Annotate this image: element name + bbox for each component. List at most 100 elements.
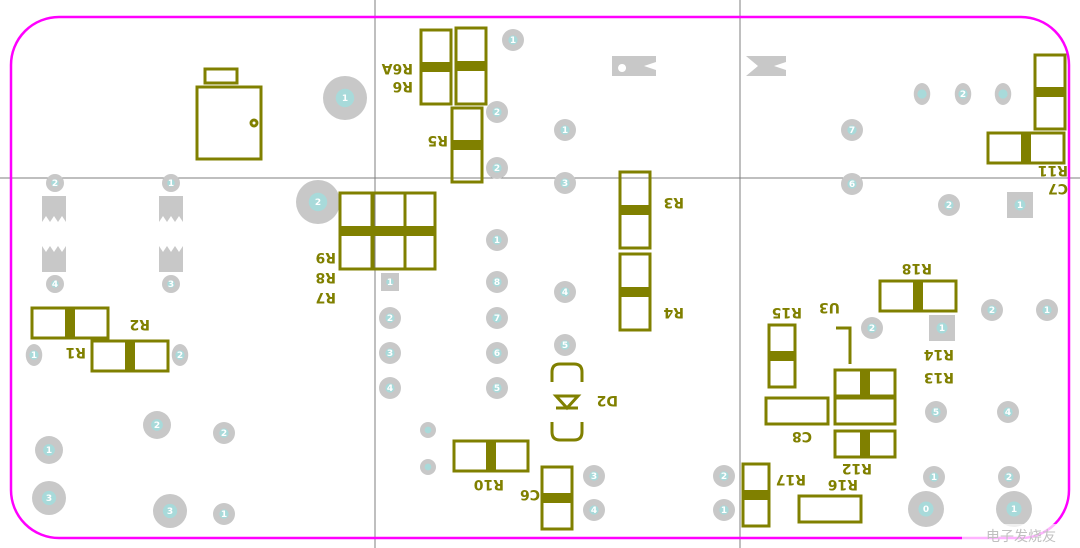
- label-r10: R10: [473, 476, 504, 492]
- regulator-pin1-dot: [249, 118, 259, 128]
- pad-number: 3: [46, 494, 52, 504]
- fp-r4-divider: [620, 287, 650, 297]
- pad-number: 1: [510, 36, 516, 46]
- label-r6: R6: [392, 78, 413, 94]
- label-r7: R7: [315, 289, 336, 305]
- label-r6a: R6A: [381, 60, 413, 76]
- fp-r16: [797, 494, 863, 524]
- pad-number: 5: [562, 341, 568, 351]
- pad-number: 1: [562, 126, 568, 136]
- pad-number: 1: [168, 179, 174, 189]
- fp-r5-divider: [452, 140, 482, 150]
- pad-n2: 2: [213, 422, 235, 444]
- pad-number: 1: [494, 236, 500, 246]
- pad-number: 2: [946, 201, 952, 211]
- fp-r18-divider: [913, 281, 923, 311]
- pad-number: 2: [315, 198, 321, 208]
- label-r16: R16: [828, 476, 858, 492]
- pad-n2: 2: [938, 194, 960, 216]
- pad-number: 2: [177, 351, 183, 361]
- pad-n1: 1: [213, 503, 235, 525]
- fp-u3-marker: [836, 326, 852, 364]
- footprints: [30, 26, 1067, 531]
- pad-number: 3: [387, 349, 393, 359]
- fp-r10-divider: [486, 441, 496, 471]
- pad-n4: 4: [46, 275, 64, 293]
- fp-c7-divider: [1021, 133, 1031, 163]
- pad-number: 1: [721, 506, 727, 516]
- pad-number: 1: [221, 510, 227, 520]
- fp-r2-divider: [65, 308, 75, 338]
- pad-n3: 3: [379, 342, 401, 364]
- pad-n2: 2: [981, 299, 1003, 321]
- fp-r1-divider: [125, 341, 135, 371]
- pad-n1: 1: [929, 315, 955, 341]
- fp-r11-divider: [1035, 87, 1065, 97]
- pad-number: 2: [1006, 473, 1012, 483]
- pad-n1: 1: [381, 273, 399, 291]
- label-r13: R13: [924, 369, 954, 385]
- pad-n3: 3: [583, 465, 605, 487]
- pad-n2: 2: [998, 466, 1020, 488]
- label-r17: R17: [776, 471, 806, 487]
- pad-number: 2: [869, 324, 875, 334]
- pad-n2: 2: [954, 83, 972, 105]
- pad-n2: 2: [486, 157, 508, 179]
- label-r14: R14: [923, 346, 954, 362]
- pad-number: 2: [989, 306, 995, 316]
- pad-number: 1: [1011, 505, 1017, 515]
- fp-r8-divider: [373, 226, 405, 236]
- pad-n1: 1: [554, 119, 576, 141]
- label-r8: R8: [315, 269, 336, 285]
- pad-number: 1: [1017, 201, 1023, 211]
- label-c8: C8: [792, 428, 812, 444]
- pad-number: 3: [591, 472, 597, 482]
- pad-number: 2: [494, 164, 500, 174]
- pad-n7: 7: [486, 307, 508, 329]
- pad-n0: 0: [908, 491, 944, 527]
- pad-n1: 1: [35, 436, 63, 464]
- fp-r13: [764, 396, 830, 426]
- pad-n3: 3: [32, 481, 66, 515]
- pad-n3: 3: [162, 275, 180, 293]
- pad-number: 2: [387, 314, 393, 324]
- pin-header-1: [42, 196, 66, 222]
- label-u3: U3: [819, 299, 840, 315]
- pad-n1: 1: [1036, 299, 1058, 321]
- pad-n2: 2: [861, 317, 883, 339]
- pad-null: [420, 422, 436, 438]
- label-r9: R9: [315, 249, 336, 265]
- pad-number: 2: [494, 108, 500, 118]
- pad-number: 2: [960, 90, 966, 100]
- connector-left: [612, 56, 656, 76]
- fp-r3-divider: [620, 205, 650, 215]
- fp-r6a-divider: [421, 62, 451, 72]
- pad-number: 4: [387, 384, 393, 394]
- pad-number: 1: [939, 324, 945, 334]
- label-r4: R4: [663, 304, 684, 320]
- regulator-tab: [203, 67, 239, 85]
- pad-n1: 1: [996, 491, 1032, 527]
- label-r18: R18: [902, 260, 932, 276]
- pad-n6: 6: [841, 173, 863, 195]
- label-r2: R2: [129, 316, 150, 332]
- fp-r7-divider: [405, 226, 435, 236]
- regulator-body: [195, 85, 263, 161]
- pad-number: 1: [46, 446, 52, 456]
- connector-right: [746, 56, 786, 76]
- pad-n1: 1: [502, 29, 524, 51]
- pad-number: 6: [849, 180, 855, 190]
- silkscreen-labels: R6A R6 R5 R3 R4 R9 R8 R7 R2 R1 D2 R10 C6…: [65, 60, 1068, 502]
- pad-n2: 2: [171, 344, 189, 366]
- label-r5: R5: [427, 132, 448, 148]
- pad-n1: 1: [1007, 192, 1033, 218]
- fp-r12-divider: [860, 431, 870, 457]
- pad-number: 3: [562, 179, 568, 189]
- pad-n8: 8: [486, 271, 508, 293]
- pad-number: 5: [933, 408, 939, 418]
- pad-null: [994, 83, 1012, 105]
- pad-n4: 4: [554, 281, 576, 303]
- label-r11: R11: [1038, 162, 1068, 178]
